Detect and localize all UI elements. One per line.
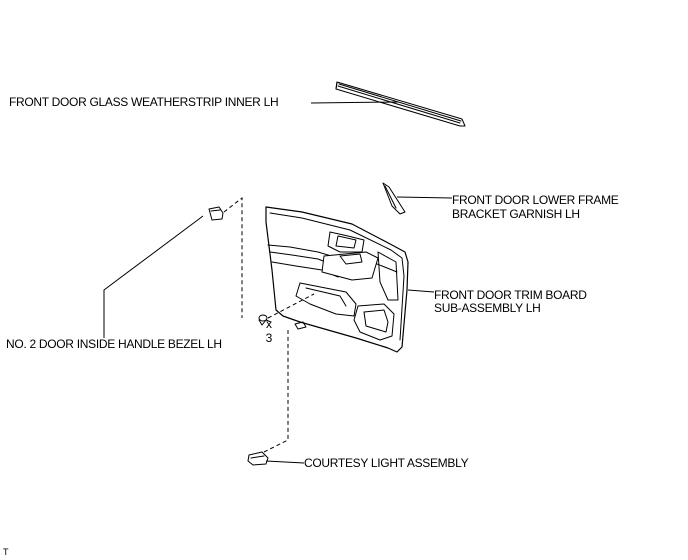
label-trim-board-line2: SUB-ASSEMBLY LH (434, 301, 541, 315)
leader-lines (103, 101, 453, 464)
lower-frame-bracket-garnish-part (382, 182, 406, 215)
assembly-dashed-lines (223, 196, 315, 453)
corner-mark: T (3, 547, 9, 557)
label-handle-bezel: NO. 2 DOOR INSIDE HANDLE BEZEL LH (6, 337, 222, 351)
dashed-clip-to-door (267, 293, 315, 319)
label-courtesy-light: COURTESY LIGHT ASSEMBLY (304, 456, 469, 470)
leader-courtesy-light (265, 460, 305, 464)
label-lower-frame-line2: BRACKET GARNISH LH (452, 207, 580, 221)
door-trim-board-part (265, 206, 409, 353)
leader-weatherstrip (310, 101, 399, 104)
label-weatherstrip: FRONT DOOR GLASS WEATHERSTRIP INNER LH (9, 95, 279, 109)
clip-part (258, 314, 272, 326)
clip-quantity-x: x (266, 317, 272, 331)
dashed-light-to-door (263, 330, 289, 453)
courtesy-light-part (247, 451, 269, 466)
clip-quantity-count: 3 (265, 331, 273, 345)
handle-bezel-part (208, 206, 224, 221)
weatherstrip-part (335, 81, 466, 127)
leader-handle-bezel (103, 215, 204, 338)
leader-lower-frame (396, 196, 453, 199)
dashed-bezel-to-door (223, 196, 243, 318)
label-trim-board-line1: FRONT DOOR TRIM BOARD (434, 288, 587, 302)
leader-trim-board (407, 289, 435, 293)
label-lower-frame-line1: FRONT DOOR LOWER FRAME (452, 193, 619, 207)
